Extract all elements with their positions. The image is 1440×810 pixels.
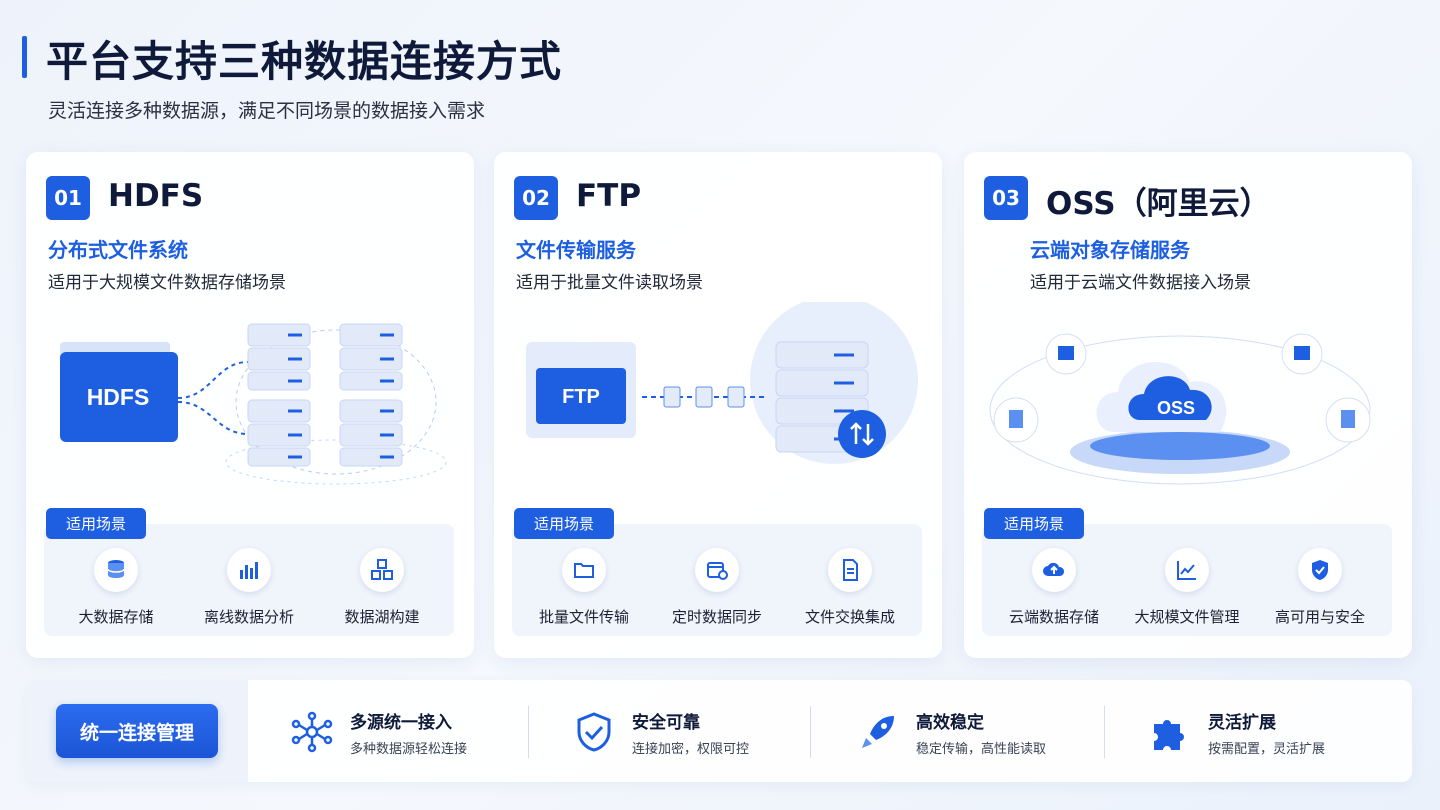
scenario-item: 文件交换集成 <box>782 548 918 627</box>
card-hdfs: 01 HDFS 分布式文件系统 适用于大规模文件数据存储场景 HDFS 大数据存… <box>26 152 474 658</box>
oss-cloud-label: OSS <box>1157 398 1195 418</box>
hdfs-illustration: HDFS <box>60 323 447 485</box>
card-description: 适用于云端文件数据接入场景 <box>1030 273 1251 293</box>
scenario-item: 数据湖构建 <box>314 548 450 627</box>
database-icon <box>94 548 138 592</box>
feature-item: 高效稳定 稳定传输，高性能读取 <box>856 706 1076 758</box>
network-icon <box>291 711 333 753</box>
ftp-monitor-label: FTP <box>562 386 600 408</box>
feature-item: 安全可靠 连接加密，权限可控 <box>572 706 792 758</box>
scenario-item: 批量文件传输 <box>516 548 652 627</box>
scenario-panel: 大数据存储 离线数据分析 数据湖构建 <box>44 524 454 636</box>
unified-connection-button[interactable]: 统一连接管理 <box>56 704 218 758</box>
line-chart-icon <box>1165 548 1209 592</box>
calendar-clock-icon <box>695 548 739 592</box>
card-subtitle: 云端对象存储服务 <box>1030 238 1190 262</box>
card-oss: 03 OSS（阿里云） 云端对象存储服务 适用于云端文件数据接入场景 OSS 云… <box>964 152 1412 658</box>
scenario-tag: 适用场景 <box>984 508 1085 539</box>
shield-icon <box>1298 548 1342 592</box>
puzzle-icon <box>1154 720 1184 750</box>
card-title: FTP <box>576 178 642 214</box>
card-description: 适用于大规模文件数据存储场景 <box>48 273 286 293</box>
cubes-icon <box>360 548 404 592</box>
scenario-panel: 云端数据存储 大规模文件管理 高可用与安全 <box>982 524 1392 636</box>
bar-chart-icon <box>227 548 271 592</box>
scenario-tag: 适用场景 <box>514 508 615 539</box>
scenario-item: 高可用与安全 <box>1252 548 1388 627</box>
scenario-item: 大规模文件管理 <box>1119 548 1255 627</box>
title-accent-bar <box>22 36 27 78</box>
scenario-tag: 适用场景 <box>46 508 147 539</box>
scenario-panel: 批量文件传输 定时数据同步 文件交换集成 <box>512 524 922 636</box>
card-description: 适用于批量文件读取场景 <box>516 273 703 293</box>
card-number: 02 <box>514 176 558 220</box>
feature-item: 多源统一接入 多种数据源轻松连接 <box>290 706 510 758</box>
oss-illustration: OSS <box>989 333 1371 485</box>
hdfs-folder-label: HDFS <box>87 384 150 410</box>
rocket-icon <box>862 716 894 748</box>
card-title: OSS（阿里云） <box>1046 186 1271 222</box>
folder-icon <box>562 548 606 592</box>
card-ftp: 02 FTP 文件传输服务 适用于批量文件读取场景 FTP 批量文件传输 定时数… <box>494 152 942 658</box>
scenario-item: 离线数据分析 <box>181 548 317 627</box>
shield-check-icon <box>577 712 611 752</box>
scenario-item: 大数据存储 <box>48 548 184 627</box>
card-subtitle: 分布式文件系统 <box>48 238 188 262</box>
document-icon <box>828 548 872 592</box>
feature-item: 灵活扩展 按需配置，灵活扩展 <box>1148 706 1368 758</box>
card-title: HDFS <box>108 178 204 214</box>
bottom-feature-bar: 统一连接管理 多源统一接入 多种数据源轻松连接 安全可靠 连接加密，权限可控 高… <box>26 680 1412 782</box>
card-number: 03 <box>984 176 1028 220</box>
ftp-illustration: FTP <box>526 302 918 464</box>
scenario-item: 定时数据同步 <box>649 548 785 627</box>
card-number: 01 <box>46 176 90 220</box>
page-subtitle: 灵活连接多种数据源，满足不同场景的数据接入需求 <box>48 100 486 122</box>
scenario-item: 云端数据存储 <box>986 548 1122 627</box>
card-subtitle: 文件传输服务 <box>516 238 636 262</box>
cloud-upload-icon <box>1032 548 1076 592</box>
page-title: 平台支持三种数据连接方式 <box>46 37 563 86</box>
